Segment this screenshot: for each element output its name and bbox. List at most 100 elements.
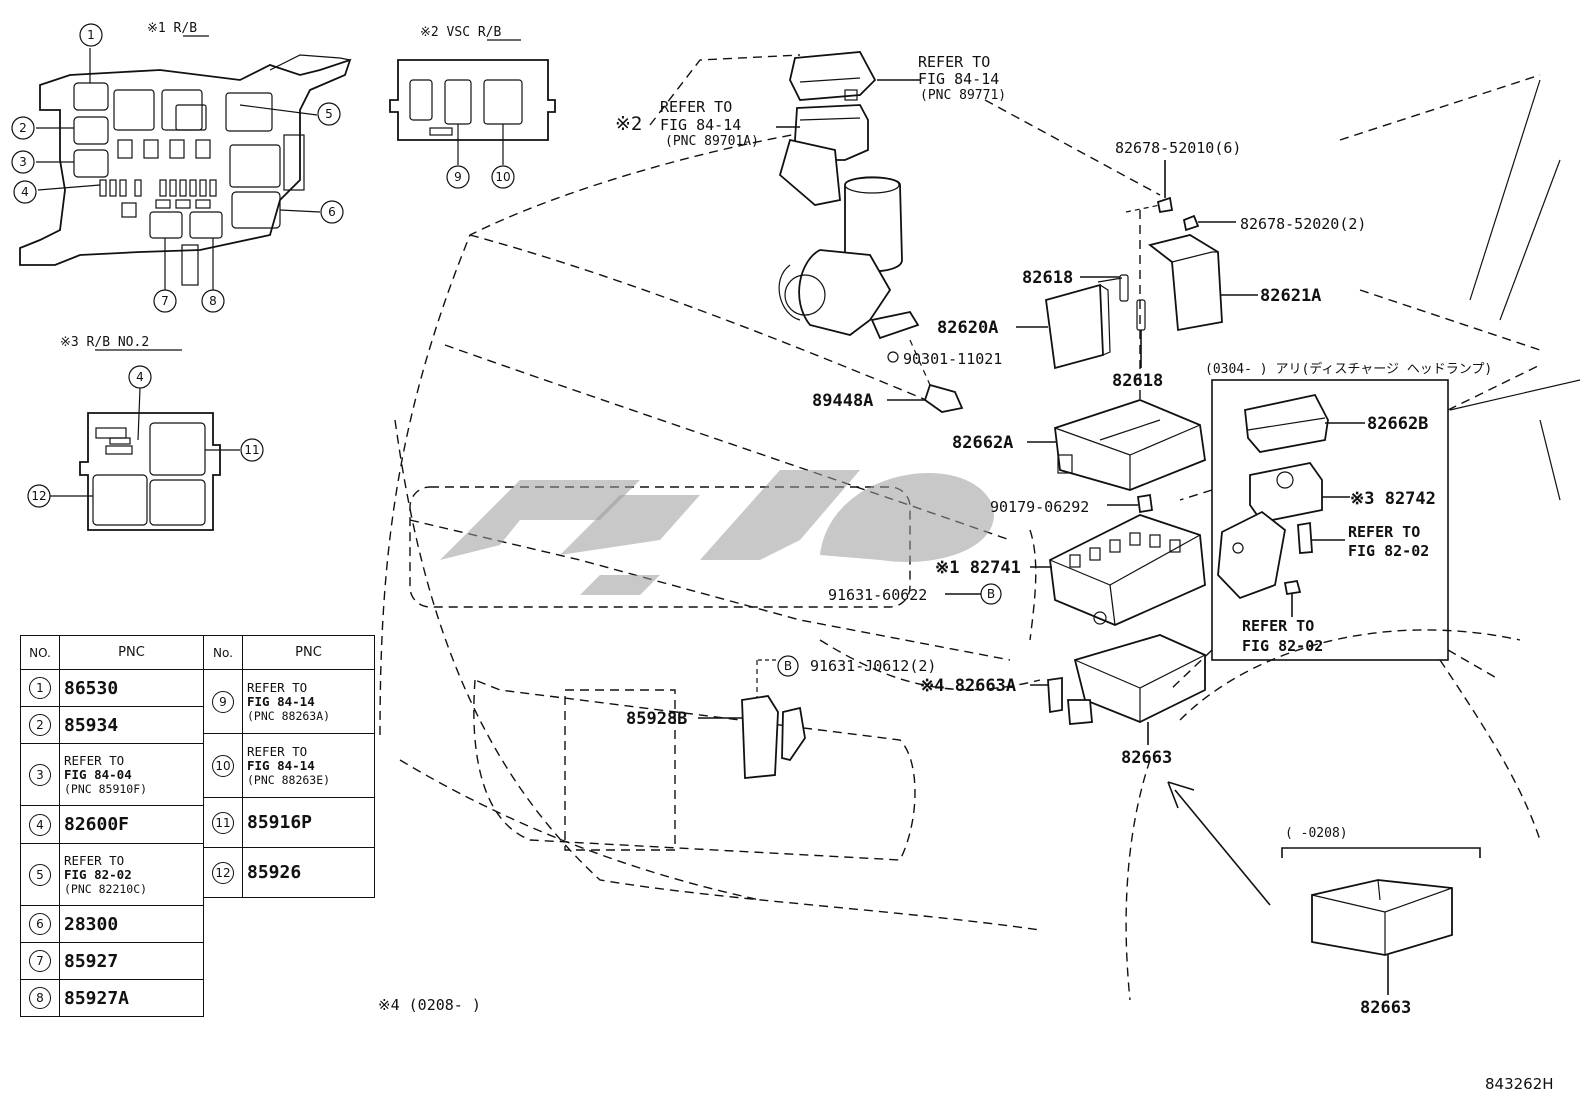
direction-arrow bbox=[1167, 781, 1271, 906]
table-row: 9 REFER TO FIG 84-14 (PNC 88263A) bbox=[203, 669, 375, 734]
part-82663-main: 82663 bbox=[1121, 748, 1172, 768]
row-pnc: 85916P bbox=[247, 812, 313, 833]
table-header-row: No. PNC bbox=[203, 635, 375, 670]
table-row: 11 85916P bbox=[203, 797, 375, 848]
vsc-callout-9: 9 bbox=[454, 170, 462, 184]
rb1-callout-6: 6 bbox=[328, 205, 336, 219]
row-pnc: 28300 bbox=[64, 913, 119, 935]
part-82662b: 82662B bbox=[1367, 414, 1428, 434]
sensor-89448a bbox=[887, 339, 964, 413]
row-number: 6 bbox=[29, 913, 51, 935]
hid-refer-b-line2: FIG 82-02 bbox=[1242, 637, 1323, 655]
row-refer-line1: REFER TO bbox=[247, 679, 308, 695]
row-refer-line3: (PNC 85910F) bbox=[64, 781, 148, 796]
rb1-callout-5: 5 bbox=[325, 107, 333, 121]
hid-variant-box: (0304- ) アリ(ディスチャージ ヘッドランプ) 82662B ※3 82… bbox=[1169, 361, 1541, 691]
row-number: 12 bbox=[212, 861, 234, 884]
row-refer-line2: FIG 82-02 bbox=[64, 866, 132, 882]
rb1-callout-3: 3 bbox=[19, 155, 27, 169]
part-89448a: 89448A bbox=[812, 391, 873, 411]
part-91631-60622: 91631-60622 bbox=[828, 586, 927, 604]
table-row: 8 85927A bbox=[20, 979, 204, 1017]
vsc-callout-10: 10 bbox=[495, 170, 510, 184]
early-variant: ( -0208) 82663 bbox=[1281, 826, 1481, 1018]
callout-labels: REFER TO FIG 84-14 (PNC 89771) ※2 REFER … bbox=[615, 53, 1366, 768]
row-pnc: 86530 bbox=[64, 677, 119, 699]
marker-b-2: B bbox=[784, 659, 792, 673]
row-refer-line2: FIG 84-14 bbox=[247, 693, 315, 709]
vsc-relay-block-inset: ※2 VSC R/B 9 10 bbox=[389, 25, 556, 189]
nut-90179 bbox=[1107, 493, 1154, 514]
part-82618-upper: 82618 bbox=[1022, 268, 1073, 288]
rb1-callout-4: 4 bbox=[21, 185, 29, 199]
part-85928b: 85928B bbox=[626, 709, 687, 729]
refer-84-14-a-line2: FIG 84-14 bbox=[918, 70, 999, 88]
part-91631-j0612: 91631-J0612(2) bbox=[810, 657, 936, 675]
module-82620a bbox=[1016, 277, 1123, 370]
row-number: 2 bbox=[29, 714, 51, 736]
refer-84-14-b-line3: (PNC 89701A) bbox=[665, 134, 759, 149]
pnc-table-right: No. PNC 9 REFER TO FIG 84-14 (PNC 88263A… bbox=[203, 635, 375, 898]
relay-block-82741 bbox=[1030, 514, 1206, 626]
row-number: 11 bbox=[212, 811, 234, 834]
table-row: 5 REFER TO FIG 82-02 (PNC 82210C) bbox=[20, 843, 204, 906]
row-number: 9 bbox=[212, 690, 234, 713]
vsc-relay-block-part bbox=[776, 104, 869, 206]
row-pnc: 85926 bbox=[247, 862, 302, 883]
col-no: No. bbox=[203, 635, 243, 670]
refer-84-14-a-line3: (PNC 89771) bbox=[920, 88, 1006, 103]
row-refer-line3: (PNC 82210C) bbox=[64, 881, 148, 896]
cover-82621a bbox=[1147, 234, 1258, 332]
hid-box-title: (0304- ) アリ(ディスチャージ ヘッドランプ) bbox=[1205, 361, 1492, 377]
rb1-callout-2: 2 bbox=[19, 121, 27, 135]
early-variant-title: ( -0208) bbox=[1285, 826, 1348, 841]
part-82678-52010: 82678-52010(6) bbox=[1115, 139, 1241, 157]
marker-b-1: B bbox=[987, 587, 995, 601]
table-row: 4 82600F bbox=[20, 805, 204, 844]
row-refer-line1: REFER TO bbox=[64, 852, 125, 868]
relay-85928b bbox=[698, 660, 806, 779]
table-header-row: NO. PNC bbox=[20, 635, 204, 670]
part-82620a: 82620A bbox=[937, 318, 998, 338]
hid-refer-a-line2: FIG 82-02 bbox=[1348, 542, 1429, 560]
part-82741: ※1 82741 bbox=[935, 558, 1021, 578]
pnc-table-left: NO. PNC 1 86530 2 85934 3 REFER TO FIG 8… bbox=[20, 635, 204, 1017]
table-row: 7 85927 bbox=[20, 942, 204, 980]
col-pnc: PNC bbox=[59, 635, 204, 670]
refer-84-14-a-line1: REFER TO bbox=[918, 53, 990, 71]
row-number: 10 bbox=[212, 754, 234, 777]
table-row: 10 REFER TO FIG 84-14 (PNC 88263E) bbox=[203, 733, 375, 798]
part-82663a: ※4 82663A bbox=[920, 676, 1016, 696]
row-number: 4 bbox=[29, 813, 51, 836]
table-row: 1 86530 bbox=[20, 669, 204, 707]
hid-refer-b-line1: REFER TO bbox=[1242, 617, 1314, 635]
hid-refer-a-line1: REFER TO bbox=[1348, 523, 1420, 541]
part-90179-06292: 90179-06292 bbox=[990, 498, 1089, 516]
part-82618-lower: 82618 bbox=[1112, 371, 1163, 391]
col-no: NO. bbox=[20, 635, 60, 670]
table-row: 6 28300 bbox=[20, 905, 204, 943]
part-82678-52020: 82678-52020(2) bbox=[1240, 215, 1366, 233]
row-number: 3 bbox=[29, 763, 51, 786]
b-markers: B B bbox=[758, 583, 1002, 677]
cover-82662a bbox=[1027, 399, 1206, 491]
master-cylinder bbox=[778, 176, 920, 340]
rb1-callout-7: 7 bbox=[161, 294, 169, 308]
relay-cover-top bbox=[789, 51, 920, 101]
part-82662a: 82662A bbox=[952, 433, 1013, 453]
refer-84-14-b-line1: REFER TO bbox=[660, 98, 732, 116]
rb2-title: ※3 R/B NO.2 bbox=[60, 335, 149, 350]
rb2-callout-11: 11 bbox=[244, 443, 259, 457]
fuse-82618 bbox=[1080, 274, 1146, 368]
row-number: 5 bbox=[29, 863, 51, 886]
row-number: 8 bbox=[29, 987, 51, 1009]
row-refer-line1: REFER TO bbox=[247, 743, 308, 759]
note-4: ※4 (0208- ) bbox=[378, 996, 481, 1014]
part-82663-early: 82663 bbox=[1360, 998, 1411, 1018]
refer-84-14-b-mark: ※2 bbox=[615, 113, 642, 135]
part-82742: ※3 82742 bbox=[1350, 489, 1436, 509]
lower-case-82663a bbox=[1030, 634, 1206, 745]
row-pnc: 85927 bbox=[64, 950, 119, 972]
col-pnc: PNC bbox=[242, 635, 375, 670]
relay-block-2-inset: ※3 R/B NO.2 4 11 12 bbox=[27, 335, 264, 531]
